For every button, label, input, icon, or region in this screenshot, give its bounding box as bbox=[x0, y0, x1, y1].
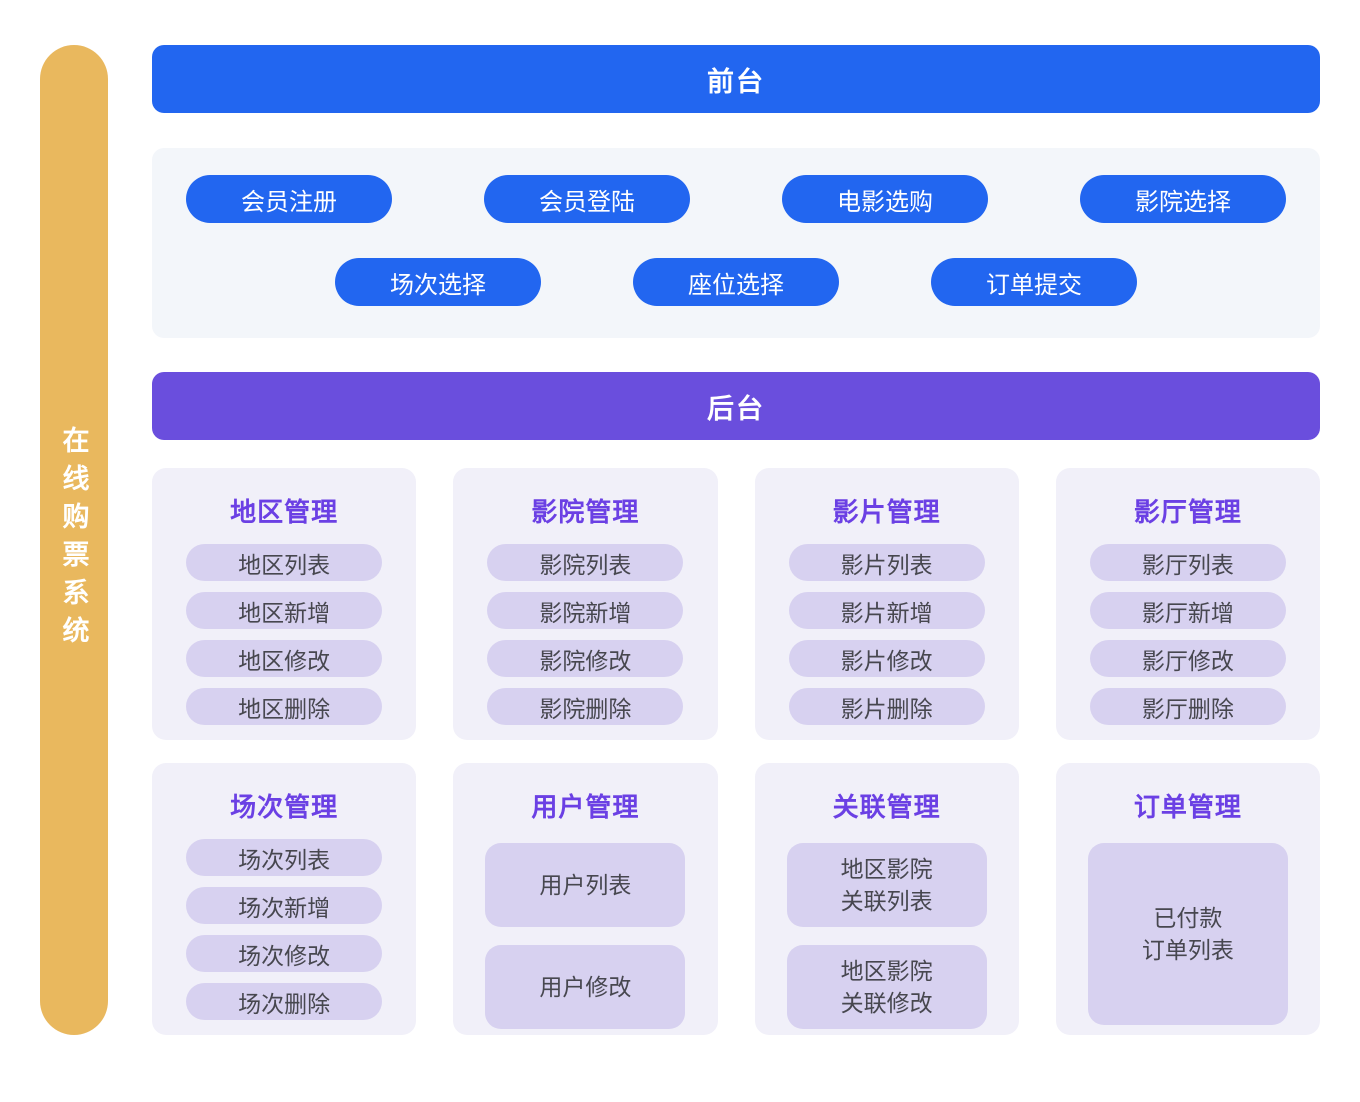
online-ticketing-diagram: 在线购票系统 前台 会员注册 会员登陆 电影选购 影院选择 场次选择 座位选择 订单提交 … bbox=[40, 45, 1320, 1035]
backend-card: 影厅管理影厅列表影厅新增影厅修改影厅删除 bbox=[1055, 468, 1320, 740]
frontend-module-pill: 电影选购 bbox=[782, 175, 988, 223]
backend-module-item: 已付款 订单列表 bbox=[1087, 843, 1288, 1025]
backend-module-item: 影院删除 bbox=[487, 688, 684, 725]
backend-module-item: 影厅删除 bbox=[1089, 688, 1286, 725]
backend-module-item: 场次修改 bbox=[186, 935, 383, 972]
system-title: 在线购票系统 bbox=[58, 426, 89, 654]
frontend-module-pill: 场次选择 bbox=[335, 258, 541, 306]
backend-module-item: 影院修改 bbox=[487, 640, 684, 677]
backend-module-item: 影院新增 bbox=[487, 592, 684, 629]
backend-module-item: 影片修改 bbox=[788, 640, 985, 677]
backend-module-item: 影院列表 bbox=[487, 544, 684, 581]
backend-module-item: 影片删除 bbox=[788, 688, 985, 725]
frontend-modules-row-1: 会员注册 会员登陆 电影选购 影院选择 bbox=[186, 175, 1286, 223]
backend-card: 影片管理影片列表影片新增影片修改影片删除 bbox=[754, 468, 1019, 740]
backend-card-title: 关联管理 bbox=[832, 792, 941, 822]
backend-module-item: 影厅修改 bbox=[1089, 640, 1286, 677]
backend-module-item: 影片新增 bbox=[788, 592, 985, 629]
backend-card-items: 影片列表影片新增影片修改影片删除 bbox=[755, 544, 1019, 725]
frontend-module-pill: 会员登陆 bbox=[484, 175, 690, 223]
diagram-main: 前台 会员注册 会员登陆 电影选购 影院选择 场次选择 座位选择 订单提交 后台 地区管理… bbox=[152, 45, 1320, 1035]
backend-module-item: 场次删除 bbox=[186, 983, 383, 1020]
backend-module-item: 影片列表 bbox=[788, 544, 985, 581]
backend-card-items: 地区列表地区新增地区修改地区删除 bbox=[152, 544, 416, 725]
backend-module-item: 地区删除 bbox=[186, 688, 383, 725]
backend-card-items: 影院列表影院新增影院修改影院删除 bbox=[453, 544, 717, 725]
frontend-header: 前台 bbox=[152, 45, 1320, 113]
backend-module-item: 地区列表 bbox=[186, 544, 383, 581]
backend-card-title: 地区管理 bbox=[230, 497, 339, 527]
backend-card: 用户管理用户列表用户修改 bbox=[453, 763, 718, 1035]
backend-card-title: 影厅管理 bbox=[1133, 497, 1242, 527]
backend-module-item: 影厅列表 bbox=[1089, 544, 1286, 581]
frontend-modules-panel: 会员注册 会员登陆 电影选购 影院选择 场次选择 座位选择 订单提交 bbox=[152, 148, 1320, 338]
backend-card-items: 用户列表用户修改 bbox=[453, 843, 717, 1029]
backend-card-title: 影片管理 bbox=[832, 497, 941, 527]
backend-card-items: 场次列表场次新增场次修改场次删除 bbox=[152, 839, 416, 1020]
backend-module-item: 用户修改 bbox=[485, 945, 686, 1029]
backend-card: 影院管理影院列表影院新增影院修改影院删除 bbox=[453, 468, 718, 740]
backend-module-item: 地区修改 bbox=[186, 640, 383, 677]
backend-card-title: 影院管理 bbox=[531, 497, 640, 527]
backend-card-items: 地区影院 关联列表地区影院 关联修改 bbox=[755, 843, 1019, 1029]
backend-module-item: 场次新增 bbox=[186, 887, 383, 924]
backend-module-item: 影厅新增 bbox=[1089, 592, 1286, 629]
frontend-title: 前台 bbox=[707, 66, 765, 97]
backend-card: 场次管理场次列表场次新增场次修改场次删除 bbox=[152, 763, 417, 1035]
frontend-module-pill: 影院选择 bbox=[1080, 175, 1286, 223]
backend-card-items: 影厅列表影厅新增影厅修改影厅删除 bbox=[1056, 544, 1320, 725]
frontend-module-pill: 订单提交 bbox=[931, 258, 1137, 306]
backend-module-item: 场次列表 bbox=[186, 839, 383, 876]
frontend-modules-row-2: 场次选择 座位选择 订单提交 bbox=[186, 258, 1286, 306]
backend-module-item: 地区影院 关联修改 bbox=[786, 945, 987, 1029]
backend-modules-grid: 地区管理地区列表地区新增地区修改地区删除影院管理影院列表影院新增影院修改影院删除… bbox=[152, 468, 1320, 1035]
backend-header: 后台 bbox=[152, 372, 1320, 440]
frontend-module-pill: 会员注册 bbox=[186, 175, 392, 223]
backend-card: 关联管理地区影院 关联列表地区影院 关联修改 bbox=[754, 763, 1019, 1035]
backend-card-title: 订单管理 bbox=[1133, 792, 1242, 822]
backend-module-item: 用户列表 bbox=[485, 843, 686, 927]
backend-module-item: 地区新增 bbox=[186, 592, 383, 629]
backend-card: 地区管理地区列表地区新增地区修改地区删除 bbox=[152, 468, 417, 740]
backend-card-title: 场次管理 bbox=[230, 792, 339, 822]
system-sidebar: 在线购票系统 bbox=[40, 45, 108, 1035]
backend-card-items: 已付款 订单列表 bbox=[1056, 843, 1320, 1025]
backend-module-item: 地区影院 关联列表 bbox=[786, 843, 987, 927]
backend-card-title: 用户管理 bbox=[531, 792, 640, 822]
frontend-module-pill: 座位选择 bbox=[633, 258, 839, 306]
backend-card: 订单管理已付款 订单列表 bbox=[1055, 763, 1320, 1035]
backend-title: 后台 bbox=[707, 393, 765, 424]
